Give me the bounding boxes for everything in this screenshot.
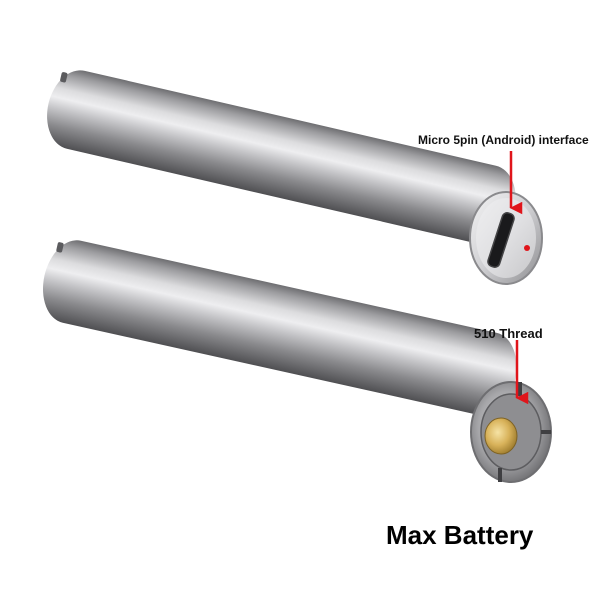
battery-bottom [43, 240, 552, 483]
product-title: Max Battery [386, 520, 534, 550]
battery-bottom-body [43, 240, 517, 416]
indicator-led [524, 245, 530, 251]
micro-usb-port [487, 212, 515, 268]
gold-contact-pin [484, 417, 518, 455]
battery-top-body [47, 70, 516, 245]
thread-label: 510 Thread [474, 326, 543, 341]
battery-top [47, 70, 543, 285]
micro-usb-label: Micro 5pin (Android) interface [418, 133, 589, 147]
